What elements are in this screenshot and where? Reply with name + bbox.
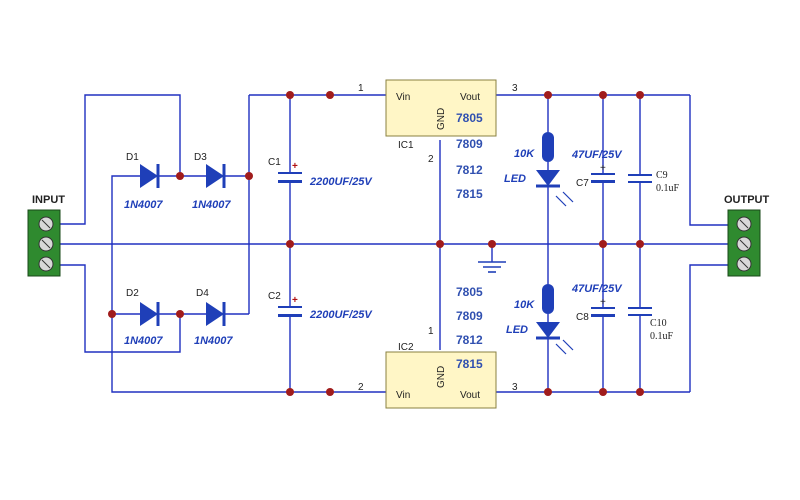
d2-label: D2 (126, 288, 139, 299)
resistor-top-value: 10K (514, 148, 535, 160)
ic2-gnd: GND (436, 366, 447, 388)
ic2-pin2: 2 (358, 382, 364, 393)
d1-part: 1N4007 (124, 199, 163, 211)
d4-part: 1N4007 (194, 335, 233, 347)
resistor-top: 10K (514, 132, 554, 162)
led-bottom: LED (506, 322, 574, 355)
capacitor-c9: C9 0.1uF (628, 170, 680, 194)
ic2-part-3: 7815 (456, 357, 483, 371)
regulator-ic2: Vin Vout GND IC2 1 2 3 7805 7809 7812 78… (358, 285, 518, 409)
ground-symbol (478, 261, 506, 273)
c8-value: 47UF/25V (571, 283, 623, 295)
ic1-name: IC1 (398, 140, 414, 151)
diode-d3: D3 1N4007 (192, 152, 231, 211)
ic1-vin: Vin (396, 92, 410, 103)
d3-part: 1N4007 (192, 199, 231, 211)
d4-label: D4 (196, 288, 209, 299)
d2-part: 1N4007 (124, 335, 163, 347)
diode-d2: D2 1N4007 (124, 288, 163, 347)
ic1-part-1: 7809 (456, 137, 483, 151)
c2-plus: + (292, 295, 298, 306)
c8-label: C8 (576, 312, 589, 323)
junction-nodes (108, 91, 644, 396)
diode-d1: D1 1N4007 (124, 152, 163, 211)
ic2-part-0: 7805 (456, 285, 483, 299)
c1-value: 2200UF/25V (309, 176, 373, 188)
ic2-part-2: 7812 (456, 333, 483, 347)
ic2-name: IC2 (398, 342, 414, 353)
capacitor-c8: 47UF/25V + C8 (571, 283, 623, 323)
c9-label: C9 (656, 170, 668, 181)
c9-value: 0.1uF (656, 183, 680, 194)
resistor-bottom: 10K (514, 284, 554, 314)
ic1-part-3: 7815 (456, 187, 483, 201)
capacitor-c2: + C2 2200UF/25V (268, 291, 373, 321)
ic1-pin2: 2 (428, 154, 434, 165)
ic2-pin3: 3 (512, 382, 518, 393)
output-terminal: OUTPUT (724, 194, 770, 277)
c7-label: C7 (576, 178, 589, 189)
capacitor-c1: + C1 2200UF/25V (268, 157, 373, 188)
ic2-vin: Vin (396, 390, 410, 401)
ic1-pin1: 1 (358, 83, 364, 94)
c7-plus: + (600, 163, 606, 174)
ic1-pin3: 3 (512, 83, 518, 94)
regulator-ic1: Vin Vout GND IC1 1 2 3 7805 7809 7812 78… (358, 79, 518, 201)
ic2-pin1: 1 (428, 326, 434, 337)
capacitor-c10: C10 0.1uF (628, 307, 674, 342)
ic1-gnd: GND (436, 108, 447, 130)
c10-value: 0.1uF (650, 331, 674, 342)
c10-label: C10 (650, 318, 667, 329)
output-label: OUTPUT (724, 194, 770, 206)
ic1-part-2: 7812 (456, 163, 483, 177)
c2-value: 2200UF/25V (309, 309, 373, 321)
resistor-bottom-value: 10K (514, 299, 535, 311)
led-top: LED (504, 170, 574, 207)
c1-plus: + (292, 161, 298, 172)
ic2-part-1: 7809 (456, 309, 483, 323)
input-label: INPUT (32, 194, 65, 206)
d1-label: D1 (126, 152, 139, 163)
c2-label: C2 (268, 291, 281, 302)
d3-label: D3 (194, 152, 207, 163)
led-top-label: LED (504, 173, 526, 185)
ic2-vout: Vout (460, 390, 480, 401)
diode-d4: D4 1N4007 (194, 288, 233, 347)
led-bottom-label: LED (506, 324, 528, 336)
input-terminal: INPUT (27, 194, 65, 277)
ic1-vout: Vout (460, 92, 480, 103)
c7-value: 47UF/25V (571, 149, 623, 161)
c1-label: C1 (268, 157, 281, 168)
c8-plus: + (600, 297, 606, 308)
ic1-part-0: 7805 (456, 111, 483, 125)
capacitor-c7: 47UF/25V + C7 (571, 149, 623, 189)
